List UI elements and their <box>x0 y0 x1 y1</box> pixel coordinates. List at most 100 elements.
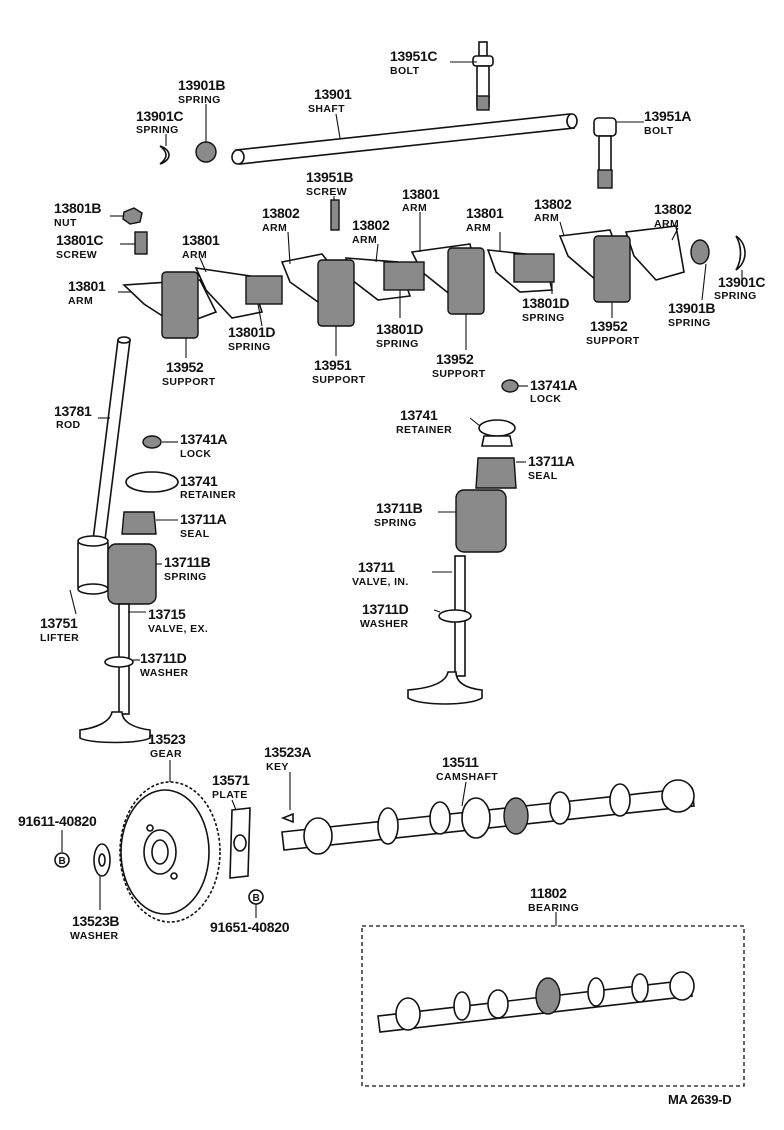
callout-13951b: 13951B SCREW <box>306 169 354 198</box>
callout-13801-d: 13801 ARM <box>68 278 106 307</box>
callout-13951c-number: 13951C <box>390 48 437 64</box>
callout-13801d-a-number: 13801D <box>228 324 275 340</box>
callout-13952-c-name: SUPPORT <box>586 335 640 347</box>
callout-13801b: 13801B NUT <box>54 200 102 229</box>
callout-13741a-left-name: LOCK <box>180 448 211 460</box>
callout-13801-b: 13801 ARM <box>402 186 440 214</box>
callout-11802-number: 11802 <box>530 885 567 901</box>
callout-13802-a: 13802 ARM <box>262 205 300 234</box>
callout-13781-name: ROD <box>56 419 81 431</box>
callout-13511-name: CAMSHAFT <box>436 771 498 783</box>
callout-13511-number: 13511 <box>442 754 479 770</box>
callout-13711a-left: 13711A SEAL <box>180 511 227 540</box>
callout-13715-number: 13715 <box>148 606 186 622</box>
callout-13801-c: 13801 ARM <box>466 205 504 234</box>
camshaft-with-bearing-drawing <box>377 971 695 1033</box>
callout-13523: 13523 GEAR <box>148 731 186 760</box>
callout-11802-name: BEARING <box>528 902 579 914</box>
callout-labels: 13951C BOLT 13901B SPRING 13901 SHAFT 13… <box>18 48 766 1107</box>
callout-13801d-b-number: 13801D <box>376 321 423 337</box>
callout-13571: 13571 PLATE <box>212 772 250 801</box>
callout-13802-c-number: 13802 <box>534 196 572 212</box>
callout-13711-number: 13711 <box>358 559 395 575</box>
callout-13901b-top-number: 13901B <box>178 77 225 93</box>
callout-13523-name: GEAR <box>150 748 182 760</box>
callout-13801b-number: 13801B <box>54 200 101 216</box>
callout-13802-d-name: ARM <box>654 218 679 230</box>
callout-13802-a-name: ARM <box>262 222 287 234</box>
callout-13951-number: 13951 <box>314 357 352 373</box>
callout-11802: 11802 BEARING <box>528 885 579 914</box>
lifter-drawing <box>77 535 109 595</box>
callout-13901: 13901 SHAFT <box>308 86 352 115</box>
callout-13511: 13511 CAMSHAFT <box>436 754 498 783</box>
callout-13802-b-name: ARM <box>352 234 377 246</box>
callout-13901b-top-name: SPRING <box>178 94 221 106</box>
callout-13751-name: LIFTER <box>40 632 79 644</box>
callout-13901c-top-number: 13901C <box>136 108 183 124</box>
callout-13801-c-number: 13801 <box>466 205 504 221</box>
callout-13741-left-name: RETAINER <box>180 489 236 501</box>
callout-13571-number: 13571 <box>212 772 250 788</box>
callout-13802-b-number: 13802 <box>352 217 390 233</box>
callout-13901b-top: 13901B SPRING <box>178 77 226 106</box>
callout-13523b-number: 13523B <box>72 913 119 929</box>
callout-13711d-left-name: WASHER <box>140 667 189 679</box>
footer-code: MA 2639-D <box>668 1092 731 1107</box>
callout-13951c-name: BOLT <box>390 65 420 77</box>
callout-13711a-right-name: SEAL <box>528 470 558 482</box>
callout-13801-d-name: ARM <box>68 295 93 307</box>
camshaft-drawing <box>281 779 695 855</box>
callout-91651-40820: 91651-40820 <box>210 919 290 935</box>
callout-13802-b: 13802 ARM <box>352 217 390 246</box>
callout-13741-left: 13741 RETAINER <box>180 473 236 501</box>
clip-13901c-top-drawing <box>159 145 170 165</box>
callout-13952-c-number: 13952 <box>590 318 628 334</box>
callout-13801-a-number: 13801 <box>182 232 220 248</box>
callout-13901c-right-number: 13901C <box>718 274 765 290</box>
callout-13801-b-name: ARM <box>402 202 427 214</box>
washer-13523b-hole <box>98 853 106 867</box>
callout-13711a-right-number: 13711A <box>528 453 575 469</box>
bolt-13951a-drawing <box>593 117 617 189</box>
callout-13741a-right: 13741A LOCK <box>530 377 578 405</box>
callout-13523a-number: 13523A <box>264 744 311 760</box>
callout-13711d-left-number: 13711D <box>140 650 187 666</box>
callout-13801d-a-name: SPRING <box>228 341 271 353</box>
rocker-shaft-drawing <box>231 113 578 165</box>
callout-91611-40820: 91611-40820 <box>18 813 97 829</box>
callout-13801c: 13801C SCREW <box>56 232 104 261</box>
callout-13901c-right: 13901C SPRING <box>714 274 766 302</box>
callout-13952-b: 13952 SUPPORT <box>432 351 485 380</box>
callout-13801c-number: 13801C <box>56 232 103 248</box>
callout-13802-d-number: 13802 <box>654 201 692 217</box>
timing-gear-drawing <box>119 781 221 923</box>
callout-13801c-name: SCREW <box>56 249 97 261</box>
callout-13711b-right-name: SPRING <box>374 517 417 529</box>
callout-13952-c: 13952 SUPPORT <box>586 318 640 347</box>
callout-13711b-right-number: 13711B <box>376 500 423 516</box>
callout-13801d-b: 13801D SPRING <box>376 321 424 350</box>
callout-13952-a-name: SUPPORT <box>162 376 216 388</box>
callout-13523b-name: WASHER <box>70 930 119 942</box>
callout-13741a-right-name: LOCK <box>530 393 561 405</box>
callout-13741-left-number: 13741 <box>180 473 218 489</box>
callout-13951a-number: 13951A <box>644 108 691 124</box>
callout-13801d-c-name: SPRING <box>522 312 565 324</box>
callout-13951a-name: BOLT <box>644 125 674 137</box>
callout-13901c-top: 13901C SPRING <box>136 108 184 136</box>
callout-13741a-left: 13741A LOCK <box>180 431 228 460</box>
nut-13801b-drawing <box>122 207 143 225</box>
callout-13741-right-name: RETAINER <box>396 424 452 436</box>
callout-13901-number: 13901 <box>314 86 352 102</box>
callout-13801-b-number: 13801 <box>402 186 440 202</box>
callout-13523a-name: KEY <box>266 761 289 773</box>
callout-13711b-right: 13711B SPRING <box>374 500 423 529</box>
callout-13952-a: 13952 SUPPORT <box>162 359 216 388</box>
callout-13951a: 13951A BOLT <box>644 108 692 137</box>
callout-13952-b-number: 13952 <box>436 351 474 367</box>
callout-13901b-right: 13901B SPRING <box>668 300 716 329</box>
callout-13951c: 13951C BOLT <box>390 48 438 77</box>
callout-13802-d: 13802 ARM <box>654 201 692 230</box>
callout-13781: 13781 ROD <box>54 403 92 431</box>
